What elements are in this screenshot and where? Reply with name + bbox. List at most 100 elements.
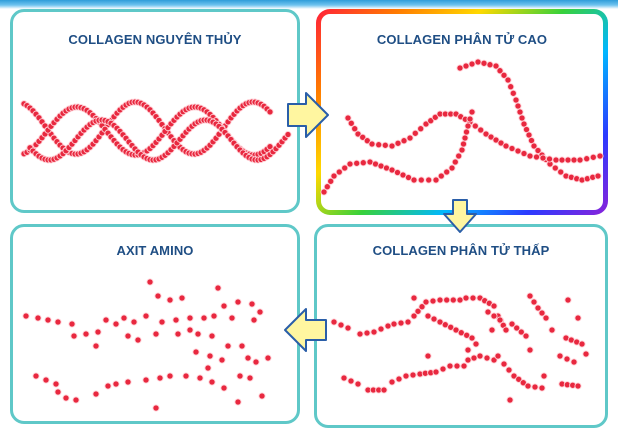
strand-bead (496, 67, 504, 75)
amino-acid-bead (166, 372, 174, 380)
left-arrow-icon (284, 308, 327, 352)
strand-bead (431, 113, 439, 121)
fragment-bead (432, 368, 440, 376)
amino-acid-bead (152, 404, 160, 412)
amino-acid-bead (250, 316, 258, 324)
fragment-bead (354, 380, 362, 388)
amino-acid-bead (112, 320, 120, 328)
amino-acid-bead (238, 342, 246, 350)
amino-acid-bead (142, 312, 150, 320)
fragment-bead (380, 386, 388, 394)
fragment-bead (505, 366, 513, 374)
strand-bead (482, 130, 490, 138)
strand-bead (471, 122, 479, 130)
strand-bead (551, 164, 559, 172)
amino-acid-bead (104, 382, 112, 390)
fragment-bead (449, 296, 457, 304)
fragment-bead (347, 377, 355, 385)
amino-acid-bead (210, 312, 218, 320)
amino-acid-bead (220, 302, 228, 310)
amino-acid-bead (152, 330, 160, 338)
strand-bead (448, 164, 456, 172)
amino-acid-bead (54, 388, 62, 396)
strand-bead (422, 120, 430, 128)
amino-acid-bead (208, 378, 216, 386)
fragment-bead (570, 358, 578, 366)
strand-bead (514, 147, 522, 155)
amino-acid-bead (124, 332, 132, 340)
amino-acid-bead (70, 332, 78, 340)
strand-bead (363, 137, 371, 145)
strand-bead (375, 141, 383, 149)
fragment-bead (418, 303, 426, 311)
fragment-bead (402, 372, 410, 380)
amino-acid-bead (256, 308, 264, 316)
fragment-bead (370, 328, 378, 336)
fragment-bead (464, 346, 472, 354)
amino-acid-bead (42, 376, 50, 384)
strand-bead (353, 159, 361, 167)
strand-bead (557, 168, 565, 176)
fragment-bead (397, 319, 405, 327)
amino-acid-bead (166, 296, 174, 304)
strand-bead (427, 117, 435, 125)
fragment-bead (508, 320, 516, 328)
strand-bead (335, 168, 343, 176)
strand-bead (432, 176, 440, 184)
fragment-bead (439, 365, 447, 373)
strand-bead (346, 160, 354, 168)
strand-bead (406, 134, 414, 142)
fragment-bead (395, 375, 403, 383)
strand-bead (381, 141, 389, 149)
amino-acid-bead (204, 364, 212, 372)
strand-bead (341, 164, 349, 172)
strand-bead (583, 155, 591, 163)
fragment-bead (409, 371, 417, 379)
fragment-bead (513, 324, 521, 332)
amino-acid-bead (172, 316, 180, 324)
fragment-bead (490, 302, 498, 310)
fragment-bead (496, 316, 504, 324)
fragment-bead (424, 352, 432, 360)
fragment-bead (410, 294, 418, 302)
panel-title-amino-acids: AXIT AMINO (116, 243, 194, 258)
strand-bead (509, 89, 517, 97)
amino-acid-bead (32, 372, 40, 380)
panel-low-molecular-collagen: COLLAGEN PHÂN TỬ THẤP (314, 224, 608, 428)
strand-bead (359, 133, 367, 141)
amino-acid-bead (218, 356, 226, 364)
strand-bead (347, 119, 355, 127)
amino-acid-bead (54, 318, 62, 326)
strand-bead (508, 144, 516, 153)
fragment-bead (468, 334, 476, 342)
fragment-bead (436, 296, 444, 304)
amino-acid-bead (200, 314, 208, 322)
amino-acid-bead (154, 292, 162, 300)
strand-bead (327, 177, 335, 185)
fragment-bead (526, 346, 534, 354)
fragment-bead (574, 382, 582, 390)
amino-acid-bead (194, 330, 202, 338)
fragment-bead (530, 298, 538, 306)
strand-bead (400, 137, 408, 145)
fragment-bead (500, 360, 508, 368)
amino-acid-bead (192, 348, 200, 356)
amino-acid-bead (252, 358, 260, 366)
panel-title-native-collagen: COLLAGEN NGUYÊN THỦY (68, 32, 242, 47)
strand-bead (368, 140, 376, 148)
fragment-bead (388, 378, 396, 386)
fragment-bead (538, 309, 546, 317)
fragment-bead (377, 325, 385, 333)
fragment-bead (548, 326, 556, 334)
strand-bead (351, 125, 359, 133)
fragment-bead (494, 352, 502, 360)
amino-acid-bead (258, 392, 266, 400)
strand-bead (594, 172, 602, 180)
amino-acid-bead (142, 376, 150, 384)
amino-acid-bead (22, 312, 30, 320)
fragment-bead (390, 320, 398, 328)
amino-acid-bead (130, 318, 138, 326)
amino-acid-bead (72, 396, 80, 404)
amino-acid-bead (124, 378, 132, 386)
